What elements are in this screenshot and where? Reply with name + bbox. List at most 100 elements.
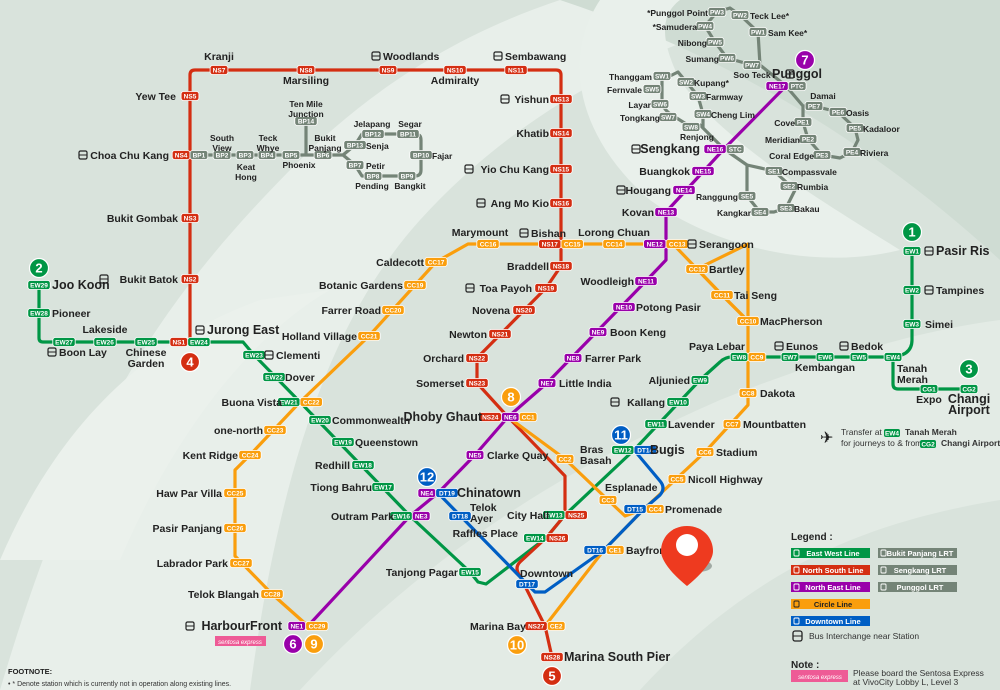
lrt-station-punggol-point[interactable]: PW3*Punggol Point — [647, 7, 727, 19]
location-pin-icon[interactable] — [661, 526, 713, 586]
